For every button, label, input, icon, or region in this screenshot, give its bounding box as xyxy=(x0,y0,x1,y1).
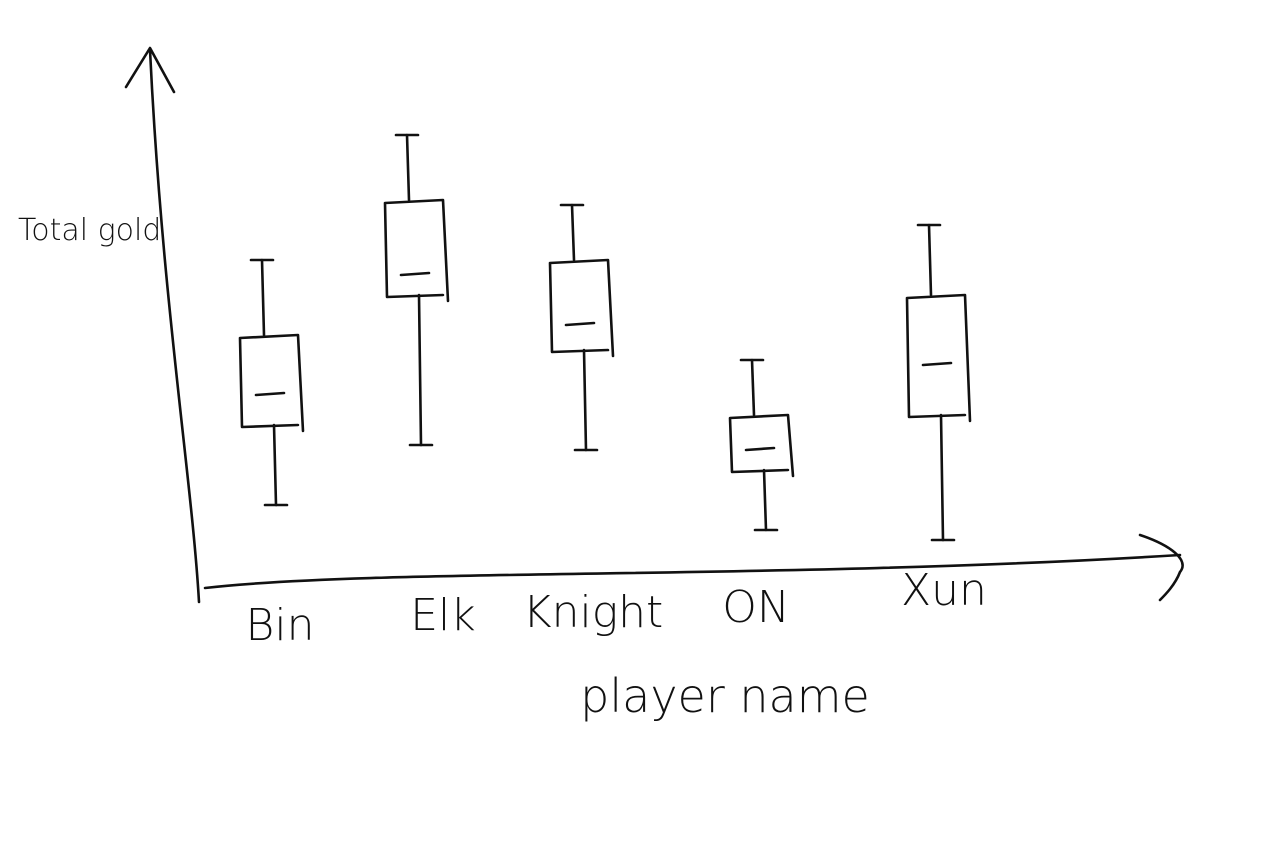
x-tick-label: Elk xyxy=(410,590,476,641)
lower-whisker xyxy=(762,468,768,532)
x-tick-label: Knight xyxy=(523,587,664,638)
x-tick-label: Bin xyxy=(246,600,315,651)
median-line xyxy=(921,361,953,367)
box-elk xyxy=(383,198,450,303)
upper-whisker xyxy=(260,258,266,337)
box-knight xyxy=(548,258,615,358)
median-line xyxy=(564,321,596,327)
lower-whisker xyxy=(417,293,423,447)
x-tick-labels: Bin Elk Knight ON Xun xyxy=(246,565,987,651)
lower-whisker xyxy=(939,413,945,542)
lower-whisker xyxy=(272,423,278,507)
x-axis-line xyxy=(203,553,1182,590)
upper-whisker xyxy=(570,203,576,262)
upper-whisker xyxy=(405,133,411,202)
upper-whisker xyxy=(750,358,756,417)
median-line xyxy=(744,446,776,452)
upper-whisker xyxy=(927,223,933,297)
box-xun xyxy=(905,293,972,423)
x-tick-label: Xun xyxy=(901,565,987,616)
lower-whisker xyxy=(582,348,588,452)
x-axis-arrowhead xyxy=(1138,533,1184,602)
y-axis-arrowhead xyxy=(124,46,176,94)
median-line xyxy=(254,391,286,397)
x-tick-label: ON xyxy=(722,582,790,633)
y-axis-title: Total gold xyxy=(18,213,161,248)
box-on xyxy=(728,413,795,478)
y-axis-line xyxy=(148,48,201,604)
box-bin xyxy=(238,333,305,433)
boxes-layer xyxy=(238,133,972,542)
median-line xyxy=(399,271,431,277)
x-axis-title: player name xyxy=(580,669,870,723)
